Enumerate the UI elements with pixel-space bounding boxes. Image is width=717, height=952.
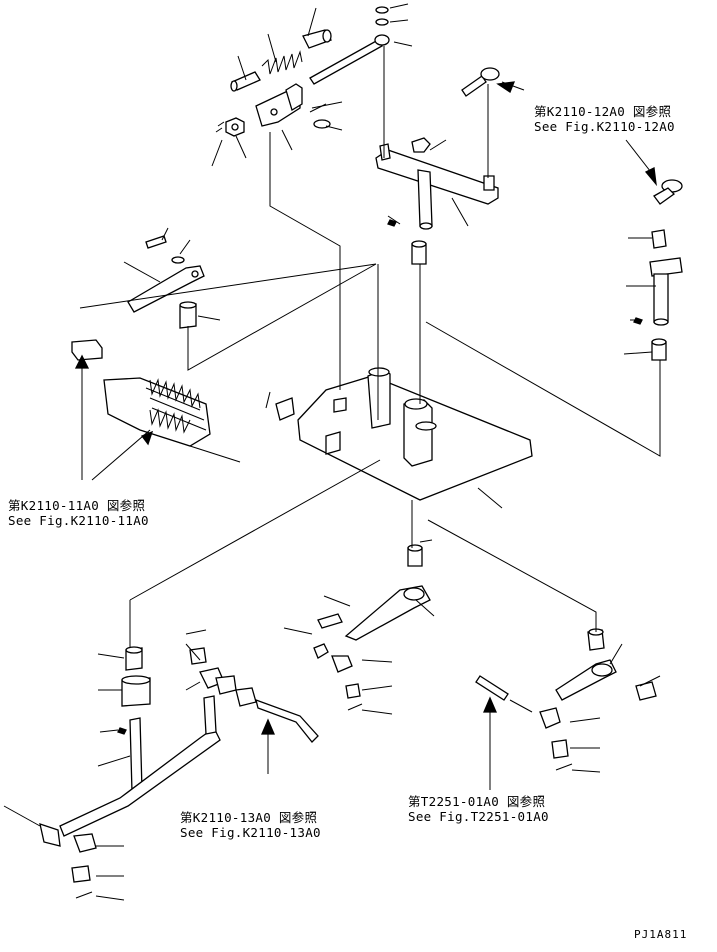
reference-en: See Fig.K2110-12A0 [534, 119, 675, 134]
spring-unit-assembly [71, 339, 241, 463]
reference-arrows [74, 81, 657, 735]
lower-center-lever [283, 544, 431, 711]
callout-leaders [95, 3, 661, 901]
arrow-11a0-diag [140, 430, 154, 446]
top-spring-assembly [215, 6, 390, 137]
reference-jp: 第K2110-12A0 図参照 [534, 104, 672, 119]
arrow-12a0-right [644, 167, 657, 187]
reference-jp: 第T2251-01A0 図参照 [408, 794, 546, 809]
reference-note-t2251: 第T2251-01A0 図参照 See Fig.T2251-01A0 [408, 794, 549, 824]
arrow-12a0-top [496, 81, 516, 93]
reference-note-11a0: 第K2110-11A0 図参照 See Fig.K2110-11A0 [8, 498, 149, 528]
reference-note-12a0: 第K2110-12A0 図参照 See Fig.K2110-12A0 [534, 104, 675, 134]
connection-lines [79, 46, 661, 790]
drawing-code: PJ1A811 [634, 928, 688, 941]
reference-en: See Fig.K2110-13A0 [180, 825, 321, 840]
left-link-assembly [127, 235, 205, 329]
reference-jp: 第K2110-11A0 図参照 [8, 498, 146, 513]
right-lever-assembly [633, 179, 683, 361]
arrow-t2251 [483, 696, 497, 713]
arrow-13a0 [261, 718, 275, 735]
base-plate-assembly [275, 367, 533, 501]
reference-jp: 第K2110-13A0 図参照 [180, 810, 318, 825]
reference-en: See Fig.T2251-01A0 [408, 809, 549, 824]
lower-left-lever [3, 629, 319, 899]
lower-right-lever [475, 628, 657, 771]
reference-note-13a0: 第K2110-13A0 図参照 See Fig.K2110-13A0 [180, 810, 321, 840]
upper-lever-assembly [375, 67, 500, 265]
reference-en: See Fig.K2110-11A0 [8, 513, 149, 528]
arrow-11a0-up [74, 354, 90, 369]
